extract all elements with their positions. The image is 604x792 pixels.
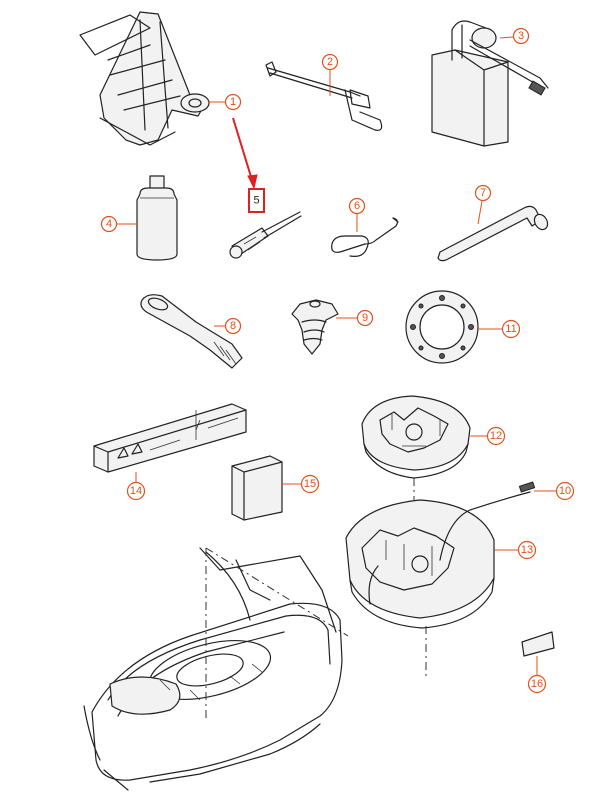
callout-label: 4 xyxy=(106,218,112,230)
tyre-compressor-icon xyxy=(431,20,549,147)
callout-label: 3 xyxy=(518,30,524,42)
wire-hook-icon xyxy=(331,217,399,257)
callout-6: 6 xyxy=(348,197,366,215)
callout-10: 10 xyxy=(555,481,575,501)
label-sticker-icon xyxy=(521,631,555,657)
spare-wheel-tray-icon xyxy=(345,491,531,629)
first-aid-pack-icon xyxy=(231,455,283,521)
callout-label: 12 xyxy=(490,430,502,442)
wheel-bolt-ring-icon xyxy=(405,290,479,364)
hose-end-icon xyxy=(518,481,536,493)
callout-16: 16 xyxy=(527,674,547,694)
callout-label: 5 xyxy=(253,195,259,207)
callout-8: 8 xyxy=(224,317,242,335)
callout-3: 3 xyxy=(512,27,530,45)
screwdriver-icon xyxy=(229,211,302,259)
callout-15: 15 xyxy=(300,474,320,494)
callout-7: 7 xyxy=(474,184,492,202)
car-jack-icon xyxy=(79,11,210,146)
assembly-lines xyxy=(205,478,427,718)
leader-lines xyxy=(117,36,556,676)
callout-13: 13 xyxy=(517,540,537,560)
callout-label: 14 xyxy=(130,485,142,497)
callout-label: 16 xyxy=(531,678,543,690)
wheel-wrench-icon xyxy=(437,205,549,262)
callout-label: 11 xyxy=(505,323,516,335)
callout-1: 1 xyxy=(224,93,242,111)
jack-crank-handle-icon xyxy=(265,61,383,131)
callout-12: 12 xyxy=(486,426,506,446)
highlight-arrow xyxy=(232,117,258,190)
car-rear-trunk-icon xyxy=(83,547,343,791)
callout-9: 9 xyxy=(356,309,374,327)
callout-label: 8 xyxy=(230,320,236,332)
callout-label: 15 xyxy=(304,478,316,490)
callout-14: 14 xyxy=(126,481,146,501)
callout-label: 6 xyxy=(354,200,360,212)
callout-label: 7 xyxy=(480,187,486,199)
callout-label: 9 xyxy=(362,312,368,324)
towing-eye-icon xyxy=(140,294,243,369)
callout-11: 11 xyxy=(501,319,521,339)
callout-label: 1 xyxy=(230,96,236,108)
callout-2: 2 xyxy=(321,53,339,71)
callout-label: 10 xyxy=(559,485,571,497)
callout-label: 13 xyxy=(521,544,533,556)
locking-knob-icon xyxy=(291,299,339,355)
tool-tray-insert-icon xyxy=(361,395,471,479)
warning-triangle-box-icon xyxy=(93,403,247,473)
callout-label: 2 xyxy=(327,56,333,68)
callout-4: 4 xyxy=(100,215,118,233)
callout-5-highlighted: 5 xyxy=(248,188,265,213)
sealant-bottle-icon xyxy=(136,175,178,261)
